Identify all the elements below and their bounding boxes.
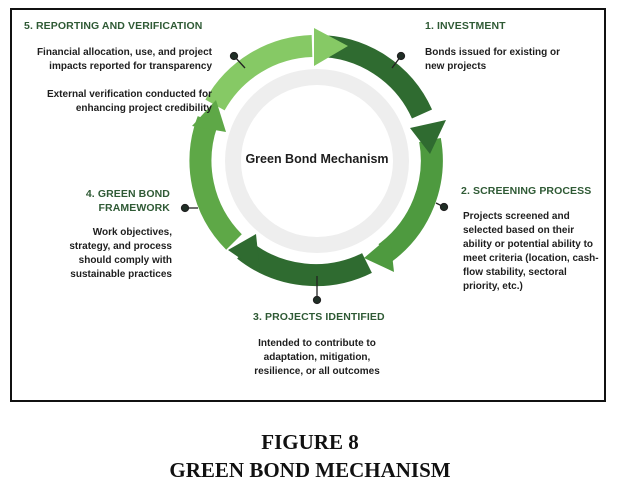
step-2-title: 2. SCREENING PROCESS <box>461 185 592 197</box>
step-4-text: Work objectives, strategy, and process s… <box>69 227 172 280</box>
step-5-title: 5. REPORTING AND VERIFICATION <box>24 20 203 32</box>
step-3-text: Intended to contribute to adaptation, mi… <box>254 338 380 377</box>
step-5-text-a: Financial allocation, use, and project i… <box>36 47 212 72</box>
arrowhead-investment <box>410 120 446 154</box>
figure-frame: Green Bond Mechanism 5. REPORTING AND VE… <box>10 8 606 402</box>
pin-framework <box>180 203 190 213</box>
arrowhead-reporting <box>314 28 348 66</box>
pin-reporting <box>229 51 239 61</box>
cycle-diagram <box>180 28 449 305</box>
pin-investment <box>396 51 406 61</box>
pin-screening <box>439 202 449 212</box>
pin-projects <box>312 295 322 305</box>
step-3-title: 3. PROJECTS IDENTIFIED <box>253 311 385 323</box>
arc-reporting <box>205 35 313 111</box>
figure-caption-number: FIGURE 8 <box>261 430 359 454</box>
arrowhead-screening <box>364 236 394 272</box>
step-4-title: 4. GREEN BOND FRAMEWORK <box>85 188 170 214</box>
figure-caption-title: GREEN BOND MECHANISM <box>169 458 451 482</box>
step-5-text-b: External verification conducted for enha… <box>46 89 212 114</box>
arc-projects <box>237 241 372 287</box>
arrowhead-projects <box>228 234 260 272</box>
arc-screening <box>378 138 443 262</box>
arc-framework <box>189 116 242 250</box>
step-1-text: Bonds issued for existing or new project… <box>425 47 561 72</box>
arrowhead-framework <box>192 100 226 132</box>
step-1-title: 1. INVESTMENT <box>425 20 506 32</box>
center-disc-inner <box>241 85 393 237</box>
center-title: Green Bond Mechanism <box>245 152 389 166</box>
step-2-text: Projects screened and selected based on … <box>463 211 599 292</box>
